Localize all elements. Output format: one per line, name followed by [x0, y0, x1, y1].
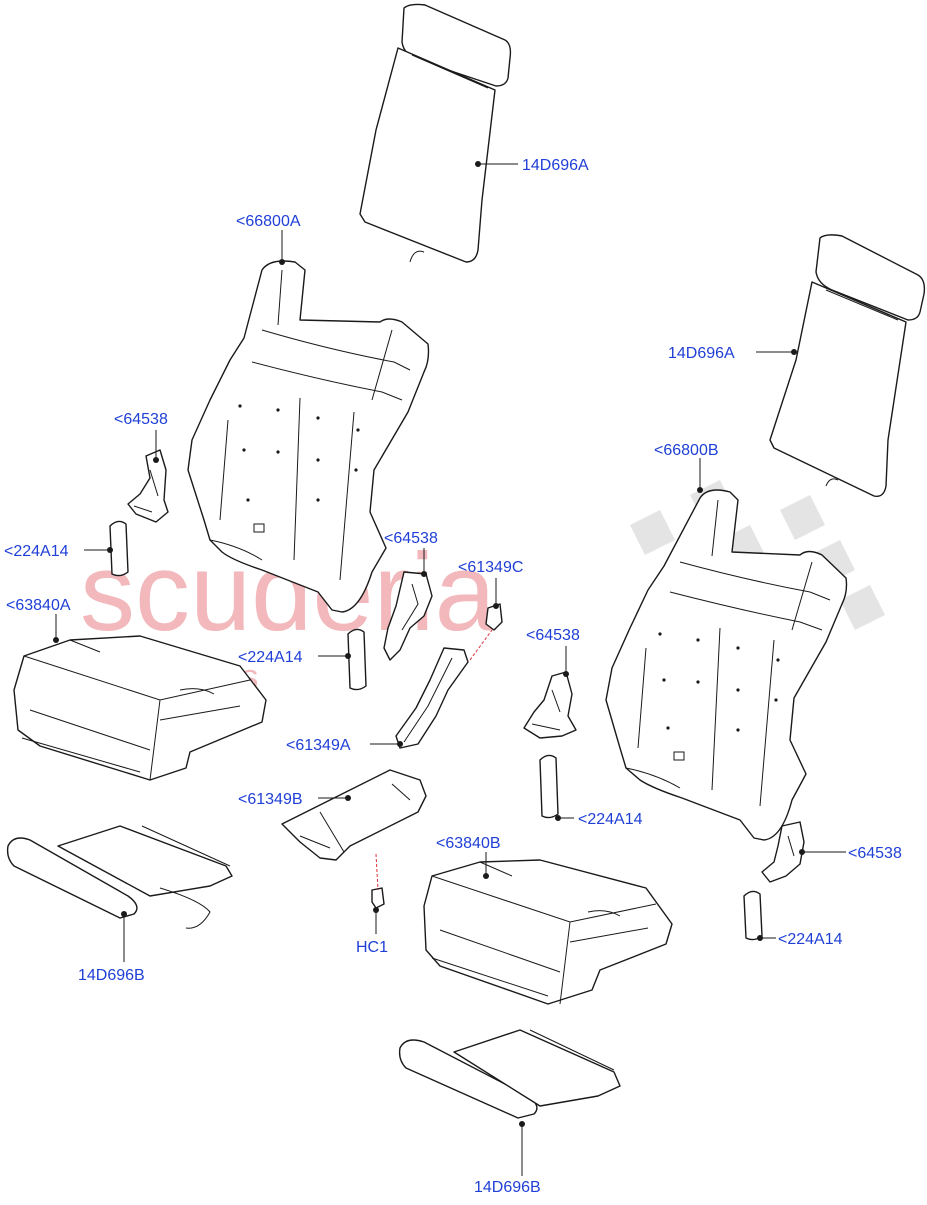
cushion-cover-left — [6, 825, 233, 929]
trim-right-mid — [539, 754, 559, 819]
seat-back-cover-right — [769, 234, 926, 497]
trim-left — [109, 520, 129, 577]
fastener-hc1 — [371, 887, 385, 909]
leader-lines — [53, 161, 846, 1176]
panel-b — [281, 769, 427, 861]
label-backrest-foam-a[interactable]: <66800A — [236, 213, 301, 230]
label-cushion-b[interactable]: <63840B — [436, 835, 501, 852]
seat-back-cover-left — [359, 3, 512, 263]
label-hc1[interactable]: HC1 — [356, 939, 388, 956]
label-panel-a[interactable]: <61349A — [286, 737, 351, 754]
label-cover-bottom-right[interactable]: 14D696B — [474, 1179, 541, 1196]
label-bracket-mid[interactable]: <64538 — [384, 530, 438, 547]
label-cover-top-left[interactable]: 14D696A — [522, 157, 589, 174]
cushion-cover-right — [398, 1029, 621, 1119]
label-trim-right[interactable]: <224A14 — [778, 931, 843, 948]
bracket-left — [127, 449, 169, 523]
label-bracket-right-mid[interactable]: <64538 — [526, 627, 580, 644]
backrest-frame-a — [187, 260, 430, 613]
label-bracket-left[interactable]: <64538 — [114, 411, 168, 428]
label-panel-b[interactable]: <61349B — [238, 791, 303, 808]
label-trim-left[interactable]: <224A14 — [4, 543, 69, 560]
panel-a — [395, 647, 469, 749]
backrest-frame-b — [605, 489, 848, 841]
label-cover-top-right[interactable]: 14D696A — [668, 345, 735, 362]
bracket-right — [761, 821, 805, 883]
part-labels: <66800A 14D696A 14D696A <66800B <64538 <… — [4, 157, 902, 1196]
seat-cushion-a — [13, 635, 267, 781]
trim-right — [743, 890, 763, 941]
label-backrest-foam-b[interactable]: <66800B — [654, 442, 719, 459]
label-bracket-right[interactable]: <64538 — [848, 845, 902, 862]
label-cushion-a[interactable]: <63840A — [6, 597, 71, 614]
bracket-mid — [383, 571, 433, 661]
label-clip-c[interactable]: <61349C — [458, 559, 523, 576]
label-trim-mid[interactable]: <224A14 — [238, 649, 303, 666]
label-cover-bottom-left[interactable]: 14D696B — [78, 967, 145, 984]
label-trim-right-mid[interactable]: <224A14 — [578, 811, 643, 828]
seat-cushion-b — [423, 859, 673, 1005]
bracket-right-mid — [523, 671, 577, 739]
trim-mid — [347, 628, 367, 691]
